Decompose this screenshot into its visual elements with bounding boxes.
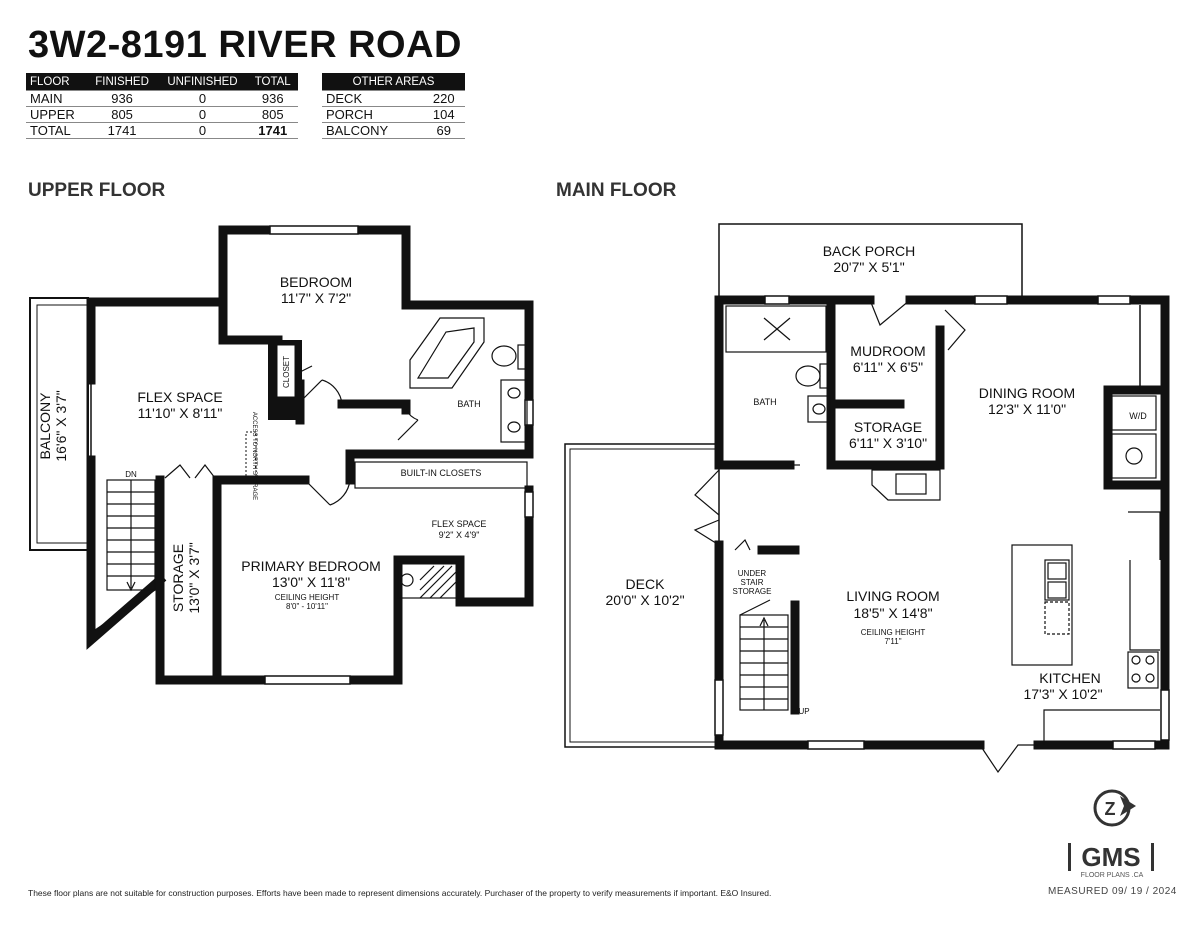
access-label: ACCESS TO NORTH STORAGE — [251, 412, 257, 500]
flex-space-dims: 11'10" X 8'11" — [138, 405, 223, 421]
table-cell: 936 — [86, 90, 158, 107]
table-cell: BALCONY — [322, 122, 423, 139]
primary-bedroom-dims: 13'0" X 11'8" — [272, 574, 350, 590]
north-compass-icon: Z — [1093, 789, 1136, 827]
upper-floor-label: UPPER FLOOR — [28, 180, 166, 201]
mudroom-dims: 6'11" X 6'5" — [853, 359, 923, 375]
balcony-name: BALCONY — [37, 392, 53, 460]
living-ceiling-label: CEILING HEIGHT — [861, 628, 926, 637]
primary-bedroom-name: PRIMARY BEDROOM — [241, 558, 381, 574]
col-header: FINISHED — [86, 73, 158, 91]
upper-floor-plan — [29, 225, 534, 685]
table-row: BALCONY 69 — [322, 122, 465, 139]
table-row: MAIN 936 0 936 — [26, 90, 298, 107]
table-cell: 104 — [422, 106, 465, 123]
table-cell: UPPER — [26, 106, 87, 123]
main-storage-name: STORAGE — [854, 419, 922, 435]
balcony-dims: 16'6" X 3'7" — [53, 390, 69, 461]
col-header: TOTAL — [247, 73, 298, 91]
table-cell: 0 — [157, 106, 248, 123]
table-cell: 805 — [247, 106, 298, 123]
table-cell: DECK — [322, 90, 423, 107]
flex-space-small-name: FLEX SPACE — [432, 519, 487, 529]
primary-ceiling-value: 8'0" - 10'11" — [286, 602, 328, 611]
bedroom-dims: 11'7" X 7'2" — [281, 290, 351, 306]
under-stair-label-2: STAIR — [741, 578, 764, 587]
deck-dims: 20'0" X 10'2" — [605, 592, 684, 608]
disclaimer: These floor plans are not suitable for c… — [28, 888, 772, 898]
col-header: UNFINISHED — [157, 73, 248, 91]
table-cell: 220 — [422, 90, 465, 107]
table-cell: 1741 — [86, 122, 158, 139]
table-cell: PORCH — [322, 106, 423, 123]
deck-name: DECK — [626, 576, 666, 592]
main-floor-labels: BACK PORCH 20'7" X 5'1" MUDROOM 6'11" X … — [605, 243, 1147, 716]
property-address: 3W2-8191 RIVER ROAD — [28, 24, 462, 66]
logo-text: GMS — [1068, 843, 1154, 871]
table-cell: 1741 — [247, 122, 298, 139]
table-row: PORCH 104 — [322, 106, 465, 123]
under-stair-label-3: STORAGE — [733, 587, 772, 596]
living-ceiling-value: 7'11" — [884, 637, 901, 646]
upper-bath-label: BATH — [457, 399, 480, 409]
table-row: DECK 220 — [322, 90, 465, 107]
table-cell: 936 — [247, 90, 298, 107]
back-porch-dims: 20'7" X 5'1" — [833, 259, 904, 275]
back-porch-name: BACK PORCH — [823, 243, 916, 259]
table-cell: 0 — [157, 122, 248, 139]
table-row: UPPER 805 0 805 — [26, 106, 298, 123]
col-header: OTHER AREAS — [322, 73, 465, 91]
washer-dryer-label: W/D — [1129, 411, 1147, 421]
logo-subtext: FLOOR PLANS .CA — [1080, 872, 1144, 879]
main-floor-plan — [564, 223, 1170, 774]
table-cell: 69 — [422, 122, 465, 139]
flex-space-name: FLEX SPACE — [137, 389, 222, 405]
main-storage-dims: 6'11" X 3'10" — [849, 435, 927, 451]
storage-name: STORAGE — [170, 544, 186, 612]
bedroom-name: BEDROOM — [280, 274, 352, 290]
kitchen-name: KITCHEN — [1039, 670, 1100, 686]
measured-date: MEASURED 09/ 19 / 2024 — [1048, 886, 1177, 897]
flex-space-small-dims: 9'2" X 4'9" — [439, 530, 480, 540]
dining-room-dims: 12'3" X 11'0" — [988, 401, 1066, 417]
table-cell: TOTAL — [26, 122, 87, 139]
company-logo: GMS FLOOR PLANS .CA — [1068, 843, 1156, 881]
table-cell: MAIN — [26, 90, 87, 107]
col-header: FLOOR — [26, 73, 87, 91]
built-in-closets-label: BUILT-IN CLOSETS — [401, 468, 482, 478]
stair-up-label: UP — [798, 707, 809, 716]
living-room-name: LIVING ROOM — [846, 588, 939, 604]
upper-floor-labels: BEDROOM 11'7" X 7'2" FLEX SPACE 11'10" X… — [37, 274, 486, 614]
mudroom-name: MUDROOM — [850, 343, 925, 359]
main-floor-label: MAIN FLOOR — [556, 180, 677, 201]
stair-down-label: DN — [125, 470, 137, 479]
table-row: TOTAL 1741 0 1741 — [26, 122, 298, 139]
area-summary-table: FLOOR FINISHED UNFINISHED TOTAL MAIN 936… — [26, 73, 298, 139]
kitchen-dims: 17'3" X 10'2" — [1023, 686, 1102, 702]
other-areas-table: OTHER AREAS DECK 220 PORCH 104 BALCONY 6… — [322, 73, 465, 139]
storage-dims: 13'0" X 3'7" — [186, 542, 202, 613]
primary-ceiling-label: CEILING HEIGHT — [275, 593, 340, 602]
closet-label: CLOSET — [282, 356, 291, 388]
dining-room-name: DINING ROOM — [979, 385, 1075, 401]
living-room-dims: 18'5" X 14'8" — [853, 605, 932, 621]
main-bath-label: BATH — [753, 397, 776, 407]
under-stair-label-1: UNDER — [738, 569, 767, 578]
table-cell: 805 — [86, 106, 158, 123]
table-cell: 0 — [157, 90, 248, 107]
compass-letter: Z — [1105, 799, 1116, 819]
